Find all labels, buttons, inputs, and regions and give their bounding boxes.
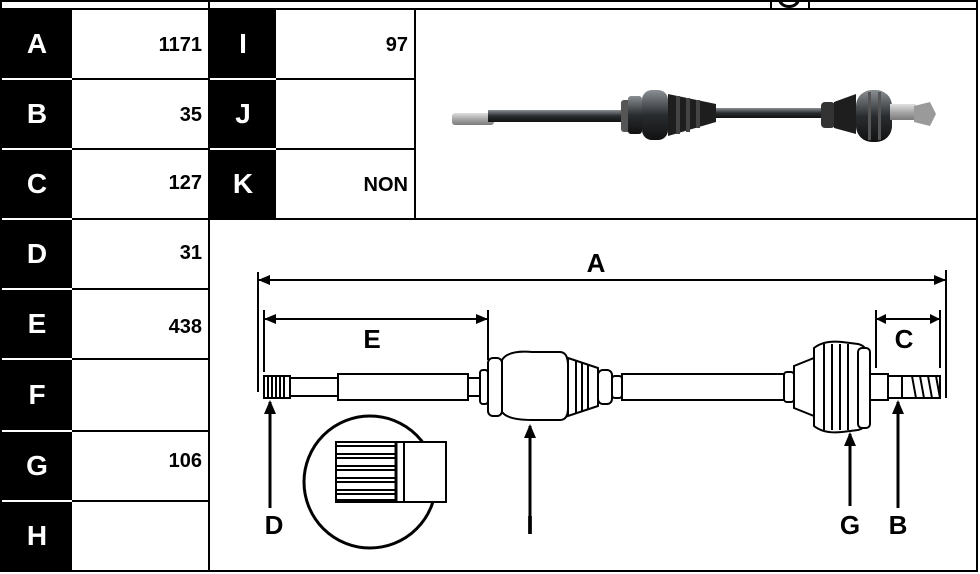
row-divider [72,78,208,80]
label-b: B [2,80,72,148]
diagram-label-g: G [840,510,860,540]
spline-detail [302,414,447,550]
section-divider [208,218,978,220]
dimension-diagram: A E C D I G B [257,248,947,550]
diagram-label-c: C [895,324,914,354]
row-divider [276,148,414,150]
value-b: 35 [179,104,202,126]
column-divider [208,8,210,572]
top-divider-v3 [808,0,810,8]
row-divider [72,218,208,220]
value-a: 1171 [158,34,202,56]
label-d: D [2,220,72,288]
label-g: G [2,432,72,500]
value-e: 438 [168,316,202,338]
label-e: E [2,290,72,358]
row-divider [72,430,208,432]
row-divider [72,288,208,290]
label-a: A [2,10,72,78]
value-i: 97 [385,34,408,56]
label-i: I [210,10,276,78]
row-divider [72,148,208,150]
label-c: C [2,150,72,218]
value-k: NON [363,174,408,196]
diagram-label-e: E [363,324,380,354]
row-divider [72,500,208,502]
value-c: 127 [168,172,202,194]
top-divider-v2 [770,0,772,8]
label-j: J [210,80,276,148]
value-d: 31 [179,242,202,264]
diagram-label-b: B [889,510,908,540]
value-g: 106 [168,450,202,472]
row-divider [72,358,208,360]
diagram-label-a: A [587,248,606,278]
label-k: K [210,150,276,218]
label-h: H [2,502,72,570]
drive-shaft-photo [452,90,936,142]
row-divider [276,78,414,80]
diagram-label-i: I [526,510,533,540]
label-f: F [2,360,72,430]
diagram-label-d: D [265,510,284,540]
top-divider [0,8,978,10]
top-divider-v1 [208,0,210,8]
column-divider [414,8,416,220]
